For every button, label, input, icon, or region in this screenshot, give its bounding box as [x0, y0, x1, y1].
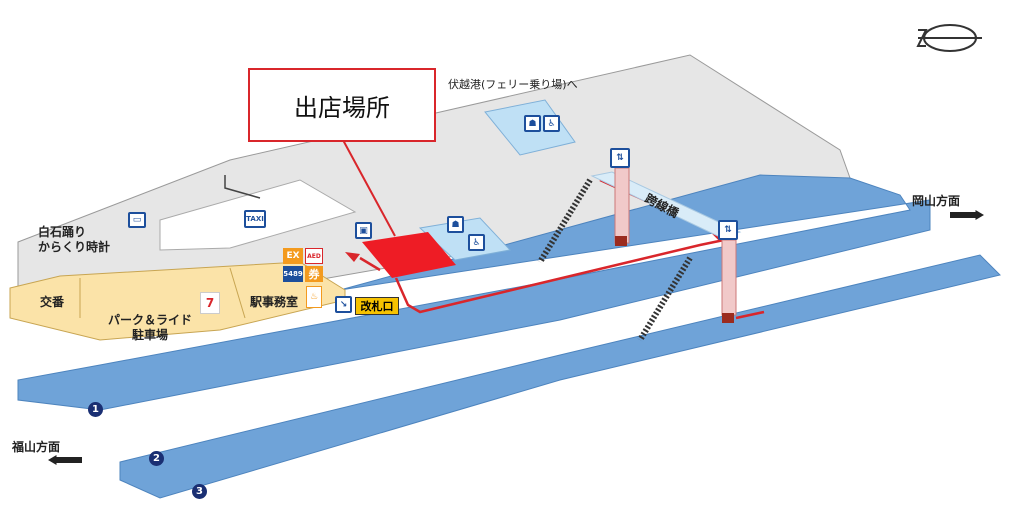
- platform-3-badge: 3: [192, 484, 207, 499]
- ticket-reservation-icon: 5489: [283, 266, 303, 282]
- okayama-direction-label: 岡山方面: [912, 194, 961, 208]
- aed-icon: AED: [305, 248, 323, 264]
- platform-island: [119, 254, 1001, 499]
- shop-location-callout: 出店場所: [248, 68, 436, 142]
- elevator-icon: ⇅: [718, 220, 738, 240]
- wheelchair-icon: ♿: [468, 234, 485, 251]
- route-line: [394, 238, 725, 314]
- ticket-gate-label: 改札口: [355, 297, 399, 315]
- convenience-store-icon: 7: [200, 292, 220, 314]
- station-office-label: 駅事務室: [250, 295, 299, 309]
- ex-icon: EX: [283, 248, 303, 264]
- callout-label: 出店場所: [294, 93, 390, 122]
- platform-1-badge: 1: [88, 402, 103, 417]
- okayama-arrow-icon: [950, 210, 984, 220]
- bus-icon: ▭: [128, 212, 146, 228]
- parking-label: パーク＆ライド 駐車場: [108, 313, 193, 342]
- fukuyama-direction-label: 福山方面: [12, 440, 61, 454]
- elevator-icon: ⇅: [610, 148, 630, 168]
- police-box-label: 交番: [40, 295, 65, 309]
- restroom-icon: ☗: [524, 115, 541, 132]
- ticket-icon: 券: [305, 266, 323, 282]
- platform-main: [17, 174, 931, 411]
- platform-2-badge: 2: [149, 451, 164, 466]
- shop-location-highlight: [362, 232, 456, 278]
- north-arrow-icon: [916, 24, 982, 52]
- info-icon: ↘: [335, 296, 352, 313]
- clock-label: 白石踊り からくり時計: [38, 225, 111, 254]
- restroom-icon: ☗: [447, 216, 464, 233]
- fire-icon: ♨: [306, 286, 322, 308]
- ferry-direction-label: 伏越港(フェリー乗り場)へ: [448, 78, 578, 91]
- taxi-icon: TAXI: [244, 210, 266, 228]
- fukuyama-arrow-icon: [48, 455, 82, 465]
- wheelchair-icon: ♿: [543, 115, 560, 132]
- ticket-machine-icon: ▣: [355, 222, 372, 239]
